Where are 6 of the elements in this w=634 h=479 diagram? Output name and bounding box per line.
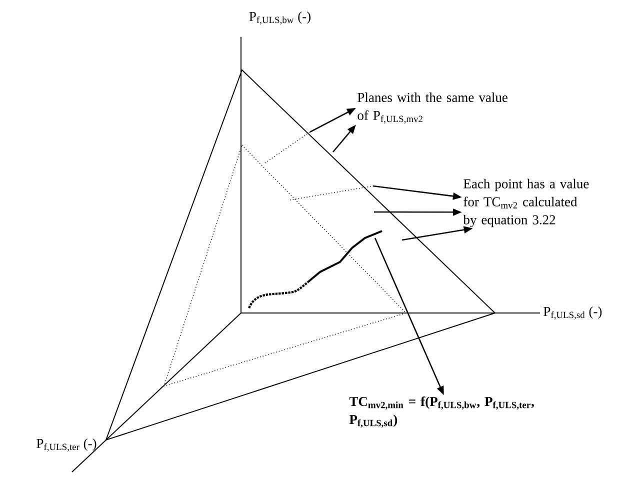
axis-label: P$_{f,ULS,ter}$ (-) bbox=[36, 438, 96, 452]
annotation-text: Each point has a value for TC$_{mv2}$ calculated by equation 3.22 bbox=[463, 178, 589, 228]
annotation-text: TC$_{mv2,min}$ = f(P$_{f,ULS,bw}$, P$_{f,ULS,ter}$, P$_{f,ULS,sd}$) bbox=[349, 396, 534, 428]
axis-label: P$_{f,ULS,sd}$ (-) bbox=[544, 306, 602, 320]
axis-label: P$_{f,ULS,bw}$ (-) bbox=[249, 12, 310, 24]
annotation-text: Planes with the same value of P$_{f,ULS,mv2}$ bbox=[358, 92, 508, 124]
